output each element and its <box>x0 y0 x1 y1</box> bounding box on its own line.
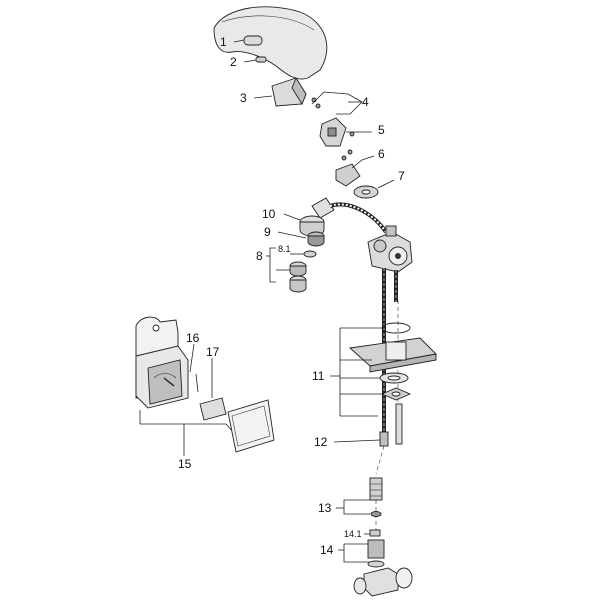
callout-9: 9 <box>264 225 271 239</box>
callout-6: 6 <box>378 147 385 161</box>
callout-15: 15 <box>178 457 192 471</box>
part-1-button: 1 <box>220 35 263 49</box>
part-8-aerator-set: 8.1 8 <box>256 244 317 293</box>
hose-to-aerator <box>311 197 388 234</box>
part-4-screws: 4 <box>311 91 369 115</box>
part-6-mounting-parts: 6 <box>335 147 385 187</box>
part-15-control-box: 15 <box>135 316 243 471</box>
part-11-mounting-set: 11 <box>312 322 437 445</box>
faucet-spout-body <box>213 6 328 80</box>
part-17-battery: 17 <box>199 345 227 421</box>
part-7-washer: 7 <box>353 169 405 199</box>
callout-14-1: 14.1 <box>344 529 362 539</box>
part-2-screw: 2 <box>230 55 267 69</box>
solenoid-valve-block <box>367 225 413 273</box>
callout-4: 4 <box>362 95 369 109</box>
callout-1: 1 <box>220 35 227 49</box>
callout-5: 5 <box>378 123 385 137</box>
part-16-cable: 16 <box>186 331 200 373</box>
callout-10: 10 <box>262 207 276 221</box>
control-box-cover <box>227 399 275 453</box>
callout-12: 12 <box>314 435 328 449</box>
part-5-sensor-module: 5 <box>319 117 385 147</box>
callout-8-1: 8.1 <box>278 244 291 254</box>
callout-17: 17 <box>206 345 220 359</box>
callout-16: 16 <box>186 331 200 345</box>
callout-11: 11 <box>312 369 325 383</box>
callout-14: 14 <box>320 543 334 557</box>
callout-8: 8 <box>256 249 263 263</box>
callout-2: 2 <box>230 55 237 69</box>
part-3-sensor-window: 3 <box>240 77 307 107</box>
part-9-aerator-insert: 9 <box>264 225 325 247</box>
part-13-adapter: 13 <box>318 477 383 517</box>
part-12-hose-connector: 12 <box>314 431 389 449</box>
callout-7: 7 <box>398 169 405 183</box>
part-14-angle-valve: 14.1 14 <box>320 529 413 597</box>
callout-13: 13 <box>318 501 332 515</box>
callout-3: 3 <box>240 91 247 105</box>
